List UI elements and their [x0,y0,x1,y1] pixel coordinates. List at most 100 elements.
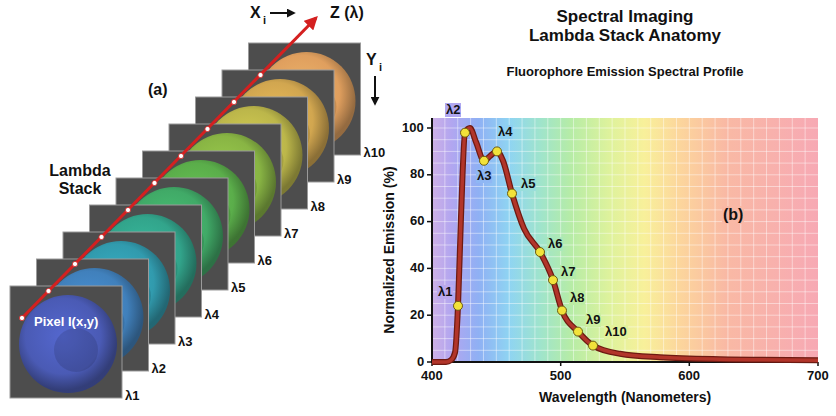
grid-line [432,303,818,304]
spectral-lambda-label: λ4 [497,125,513,140]
grid-line [444,118,445,362]
tick-mark [427,127,432,129]
pixel-dot [205,126,210,131]
grid-line [676,118,677,362]
stack-lambda-label: λ2 [152,362,166,377]
axis-name: X [250,4,261,22]
chart-title: Spectral Imaging Lambda Stack Anatomy [525,7,725,46]
tick-mark [560,362,562,366]
grid-line [432,268,818,269]
tick-mark [427,268,432,270]
image-frame [10,286,122,398]
chart-axes [432,118,818,362]
grid-line [432,315,818,316]
pixel-dot [46,288,51,293]
stack-lambda-label: λ7 [284,227,298,242]
pixel-dot [258,72,263,77]
grid-line [663,118,664,362]
grid-line [432,280,818,281]
grid-line [753,118,754,362]
grid-line [432,233,818,234]
stack-lambda-label: λ9 [337,173,351,188]
sample-point [461,128,470,137]
spectrum-background [432,118,818,362]
sample-point [536,248,545,257]
grid-line [432,163,818,164]
tick-mark [689,362,691,366]
cell-image [19,295,117,393]
grid-line [702,118,703,362]
stack-lambda-label: λ10 [364,146,386,161]
emission-chart [427,118,818,366]
emission-curve-outline [432,128,818,362]
chart-subtitle: Fluorophore Emission Spectral Profile [507,65,744,80]
panel-label: Lambda Stack [44,162,116,199]
cell-nucleus-texture [54,328,98,372]
tick-label: 700 [807,369,829,384]
lambda-stack [10,43,361,398]
spectral-lambda-label: λ6 [547,237,563,252]
axis-subscript: i [263,14,266,27]
grid-line [522,118,523,362]
pixel-dot [72,261,77,266]
grid-line [766,118,767,362]
grid-line [715,118,716,362]
grid-line [727,118,728,362]
grid [432,118,818,362]
sample-point [589,341,598,350]
spectral-lambda-label: λ7 [560,265,576,280]
grid-line [432,186,818,187]
emission-curve [432,128,818,362]
tick-label: 40 [410,261,424,276]
spectral-lambda-label: λ9 [585,313,601,328]
stack-lambda-label: λ4 [205,308,219,323]
sample-point [574,327,583,336]
pixel-label: Pixel I(x,y) [34,315,98,330]
grid-line [470,118,471,362]
y-axis-arrow [374,76,376,104]
grid-line [509,118,510,362]
pixel-dot [99,234,104,239]
stack-lambda-label: λ6 [258,254,272,269]
panel-letter: (a) [148,81,168,99]
tick-mark [427,221,432,223]
z-axis-arrow [22,18,316,318]
axis-name: Y [366,51,377,69]
grid-line [805,118,806,362]
tick-label: 400 [421,369,443,384]
pixel-dot [178,153,183,158]
panel-letter: (b) [722,206,744,224]
pixel-dots [19,72,263,320]
tick-mark [427,314,432,316]
spectral-lambda-label: λ5 [520,177,536,192]
grid-line [689,118,690,362]
grid-line [432,256,818,257]
stack-lambda-label: λ1 [125,389,139,404]
grid-line [432,209,818,210]
pixel-dot [19,315,24,320]
tick-label: 500 [550,369,572,384]
axis-subscript: i [379,61,382,74]
pixel-dot [231,99,236,104]
grid-line [779,118,780,362]
x-axis-arrow [270,12,294,14]
axis-title: Wavelength (Nanometers) [539,389,711,405]
tick-label: 20 [410,308,424,323]
stack-lambda-label: λ5 [231,281,245,296]
grid-line [740,118,741,362]
tick-label: 100 [402,121,424,136]
axis-title: Normalized Emission (%) [380,166,396,333]
sample-point [454,301,463,310]
tick-label: 600 [678,369,700,384]
spectral-lambda-label: λ3 [476,169,492,184]
sample-point [480,156,489,165]
grid-line [432,291,818,292]
spectral-lambda-label: λ2 [445,103,461,118]
grid-line [432,198,818,199]
spectral-lambda-label: λ1 [437,285,453,300]
grid-line [432,128,818,129]
tick-label: 0 [417,355,424,370]
stack-lambda-label: λ3 [178,335,192,350]
lambda-image [10,286,122,398]
